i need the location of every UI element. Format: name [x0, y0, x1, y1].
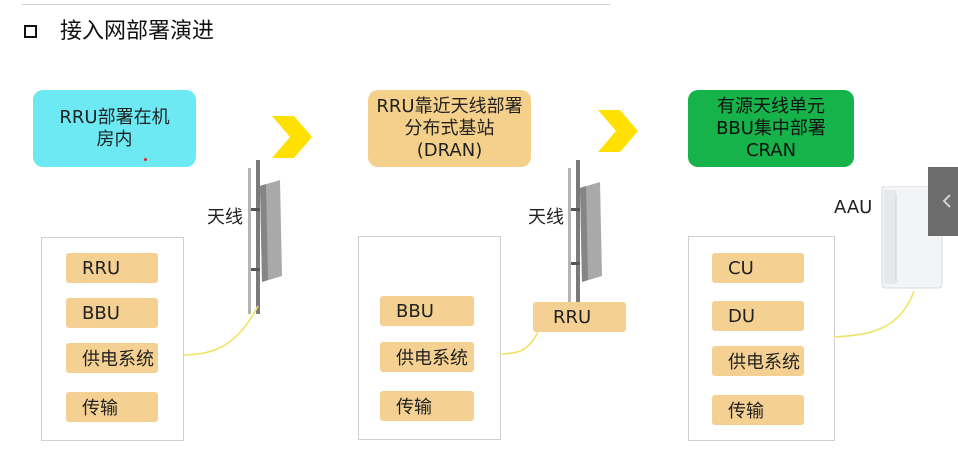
- stage-2-line2: 分布式基站: [404, 117, 495, 139]
- panel3-du-label: DU: [712, 301, 804, 331]
- panel1-rru-label: RRU: [66, 253, 158, 283]
- side-panel-toggle[interactable]: [928, 167, 958, 236]
- panel2-transport-label: 传输: [380, 391, 474, 421]
- stage-1-bubble: RRU部署在机房内: [33, 90, 196, 167]
- top-divider: [22, 4, 610, 5]
- page-title: 接入网部署演进: [60, 19, 215, 44]
- cable-3: [833, 290, 915, 338]
- antenna-icon: [248, 160, 282, 314]
- antenna-label-1: 天线: [207, 207, 243, 228]
- stage-2-bubble: RRU靠近天线部署分布式基站(DRAN): [368, 90, 531, 167]
- bullet-square-icon: [24, 25, 37, 38]
- panel3-power-label: 供电系统: [712, 346, 804, 376]
- cable-1: [183, 305, 259, 356]
- panel1-bbu-label: BBU: [66, 298, 158, 328]
- antenna-icon: [568, 160, 602, 306]
- aau-device-icon: [881, 186, 943, 289]
- stage-1-line1: RRU部署在机: [59, 106, 170, 128]
- aau-label: AAU: [834, 197, 873, 218]
- stage-1-line2: 房内: [96, 128, 133, 150]
- panel1-transport-label: 传输: [66, 392, 158, 422]
- chevron-left-icon: [942, 194, 951, 208]
- stage-3-line1: 有源天线单元: [717, 95, 825, 117]
- panel2-power-label: 供电系统: [380, 342, 474, 372]
- panel3-transport-label: 传输: [712, 395, 804, 425]
- cable-2: [501, 331, 539, 355]
- antenna-label-2: 天线: [528, 207, 564, 228]
- chevron-right-icon: [272, 116, 312, 158]
- chevron-right-icon: [598, 110, 638, 152]
- panel3-cu-label: CU: [712, 253, 804, 283]
- panel2-bbu-label: BBU: [380, 296, 474, 326]
- rru-near-antenna-label: RRU: [533, 302, 626, 332]
- stage-3-line2: BBU集中部署: [716, 117, 826, 139]
- stage-3-line3: CRAN: [745, 139, 797, 161]
- panel1-power-label: 供电系统: [66, 343, 158, 373]
- stage-2-line3: (DRAN): [416, 139, 483, 161]
- stage-2-line1: RRU靠近天线部署: [376, 95, 523, 117]
- pointer-dot: [144, 158, 147, 161]
